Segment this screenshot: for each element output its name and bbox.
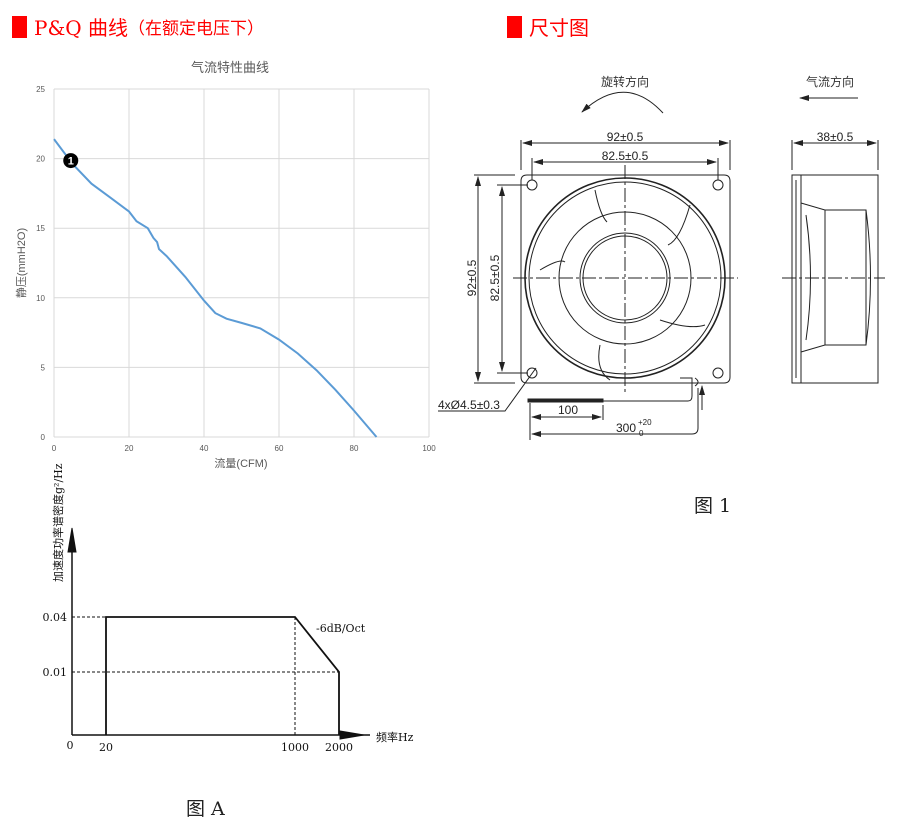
pq-header: P&Q 曲线 （在额定电压下） (12, 12, 264, 41)
y-tick-label: 15 (36, 224, 45, 233)
x-tick-label: 0 (52, 444, 57, 453)
psd-profile-line (105, 616, 340, 735)
width-inner-dim: 82.5±0.5 (602, 149, 649, 163)
pq-curve-line (53, 138, 378, 438)
marker-label: 1 (68, 156, 74, 168)
slope-label: -6dB/Oct (316, 622, 366, 635)
dimension-title: 尺寸图 (529, 16, 589, 40)
lead-strip-dim: 100 (558, 403, 578, 417)
airflow-direction-label: 气流方向 (806, 74, 854, 89)
x-tick-label: 100 (422, 444, 436, 453)
pq-title: P&Q 曲线 (34, 16, 129, 40)
fan-side-view (782, 174, 885, 384)
red-square-icon (12, 15, 27, 38)
chart-grid (53, 88, 430, 438)
x-tick-label: 80 (350, 444, 359, 453)
psd-y-label: 加速度功率谱密度g²/Hz (51, 463, 65, 582)
lead-tol-lower: 0 (639, 429, 644, 438)
lead-tol-upper: +20 (638, 418, 652, 427)
rotation-direction-label: 旋转方向 (601, 74, 649, 89)
chart-title: 气流特性曲线 (191, 60, 269, 75)
red-square-icon (507, 15, 522, 38)
y-axis-label: 静压(mmH2O) (14, 228, 28, 298)
hole-spec: 4xØ4.5±0.3 (438, 398, 500, 412)
x-tick-2000: 2000 (325, 741, 353, 754)
dimension-header: 尺寸图 (507, 12, 589, 41)
figure-1-caption: 图 1 (694, 495, 732, 517)
y-tick-0.04: 0.04 (43, 611, 68, 624)
psd-x-label: 频率Hz (376, 730, 414, 744)
x-tick-20: 20 (99, 741, 113, 754)
fan-front-view (513, 165, 738, 392)
y-axis-arrow-icon (67, 527, 77, 553)
x-axis-arrow-icon (339, 730, 365, 740)
point-marker: 1 (63, 153, 79, 169)
marker-circle (63, 153, 79, 169)
rotation-arrow-icon (581, 91, 664, 114)
y-tick-label: 10 (36, 294, 45, 303)
x-tick-label: 60 (275, 444, 284, 453)
y-tick-label: 0 (41, 433, 46, 442)
x-tick-label: 20 (125, 444, 134, 453)
height-inner-dim: 82.5±0.5 (488, 254, 502, 301)
lead-length-dim: 300 (616, 421, 636, 435)
x-tick-label: 40 (200, 444, 209, 453)
y-tick-label: 20 (36, 155, 45, 164)
chart-ticks: 0 20 40 60 80 100 0 5 10 15 20 25 (36, 85, 436, 453)
pq-subtitle: （在额定电压下） (128, 19, 265, 39)
height-outer-dim: 92±0.5 (465, 259, 479, 296)
x-tick-0: 0 (67, 739, 74, 752)
figure-a-caption: 图 A (186, 798, 225, 820)
width-outer-dim: 92±0.5 (607, 130, 644, 144)
x-axis-label: 流量(CFM) (214, 456, 267, 470)
y-tick-label: 5 (41, 363, 46, 372)
y-tick-label: 25 (36, 85, 45, 94)
y-tick-0.01: 0.01 (43, 666, 68, 679)
depth-dim: 38±0.5 (817, 130, 854, 144)
x-tick-1000: 1000 (281, 741, 309, 754)
